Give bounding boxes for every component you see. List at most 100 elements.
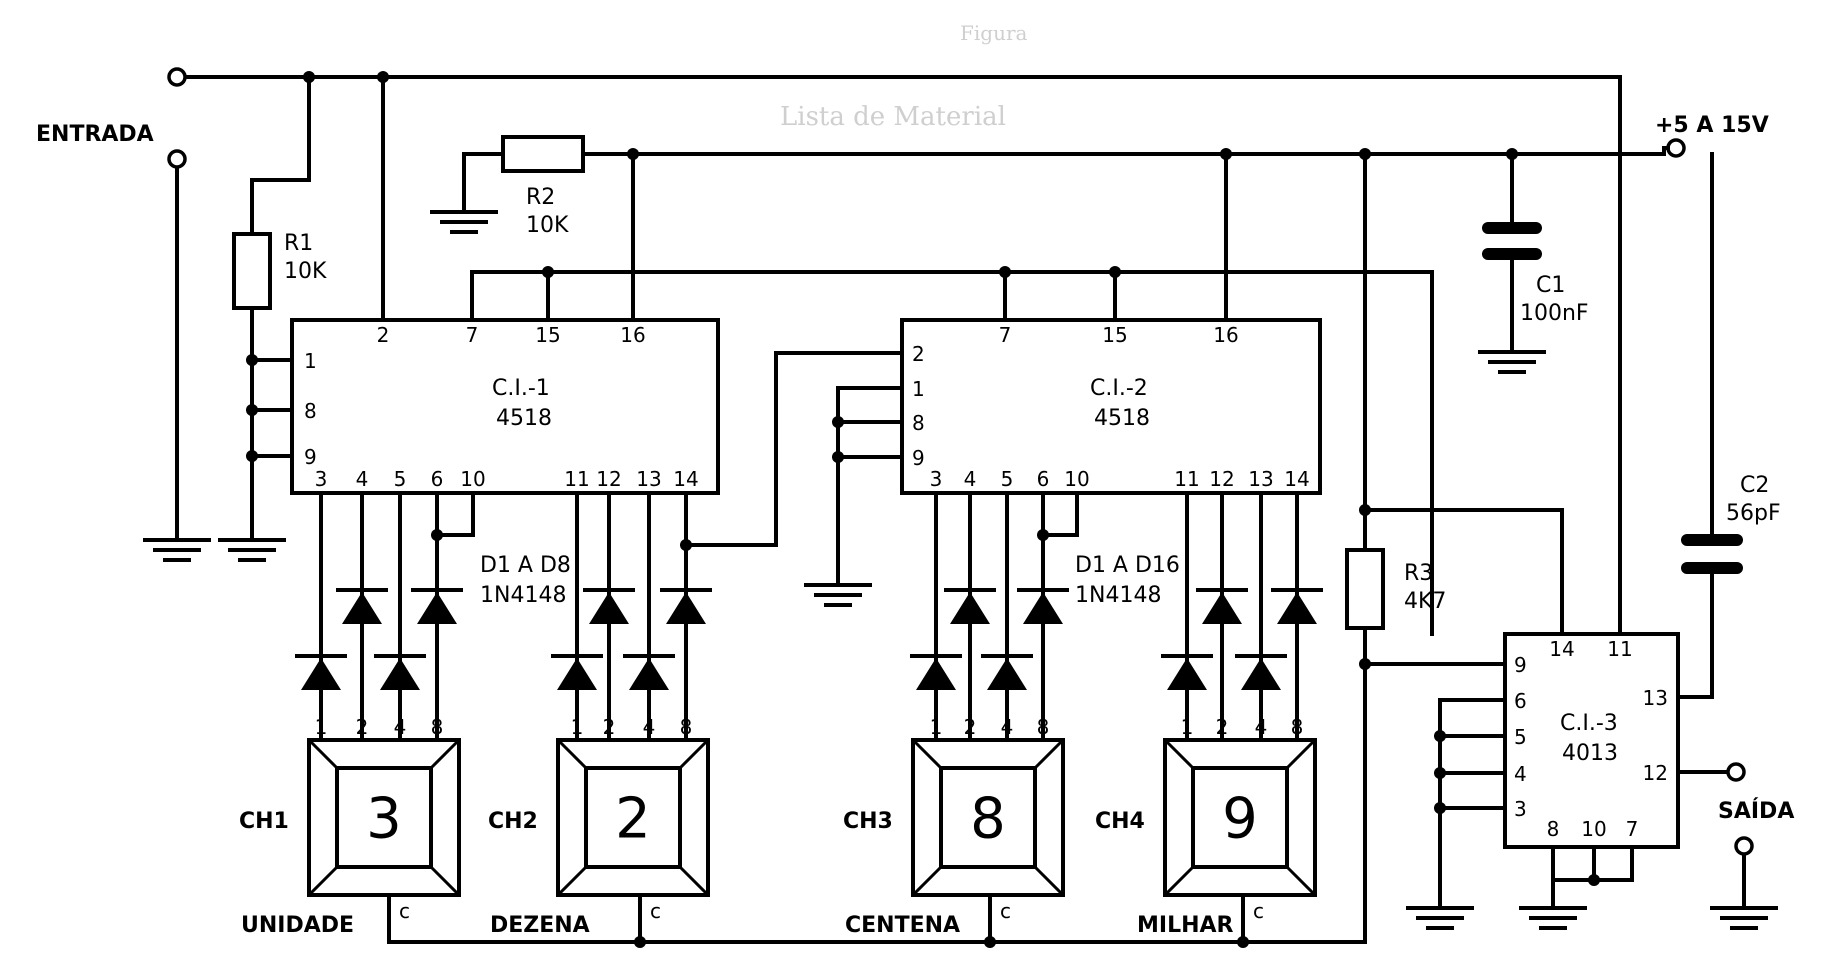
ic3-left-pin: 9 — [1514, 653, 1527, 677]
junction-dot — [1434, 802, 1446, 814]
r3-name: R3 — [1404, 561, 1433, 586]
ghost-figure-caption: Figura — [960, 21, 1028, 45]
ic1-bottom-pin: 3 — [315, 467, 328, 491]
ic1-bottom-pin: 6 — [431, 467, 444, 491]
junction-dot — [1359, 504, 1371, 516]
junction-dot — [1037, 529, 1049, 541]
ic3-name: C.I.-3 — [1560, 711, 1618, 736]
junction-dot — [1220, 148, 1232, 160]
ic1-left-pin: 8 — [304, 399, 317, 423]
diode-body — [557, 658, 597, 690]
junction-dot — [627, 148, 639, 160]
supply-label: +5 A 15V — [1655, 113, 1769, 138]
switch-bevel — [429, 738, 461, 770]
switch-bcd-pin: 8 — [431, 715, 444, 739]
diodes-a-type: 1N4148 — [480, 583, 566, 608]
diode — [660, 588, 712, 624]
diode — [1235, 654, 1287, 690]
diode-body — [1241, 658, 1281, 690]
ic2-left-pin: 8 — [912, 411, 925, 435]
ground-symbol — [1406, 906, 1474, 930]
diode-body — [589, 592, 629, 624]
ic1-top-pin: 7 — [466, 323, 479, 347]
switch-bcd-pin: 8 — [1037, 715, 1050, 739]
background-showthrough: Figura Lista de Material — [780, 21, 1028, 132]
diode-body — [1202, 592, 1242, 624]
ic3-right-pin: 12 — [1643, 761, 1668, 785]
junction-dot — [1434, 767, 1446, 779]
switch-window — [584, 766, 682, 869]
switch-bevel — [307, 738, 339, 770]
switch-channel-label: CH1 — [239, 809, 289, 834]
ic1-bottom-pin: 4 — [356, 467, 369, 491]
junction-dot — [431, 529, 443, 541]
junction-dot — [1359, 658, 1371, 670]
r2-value: 10K — [526, 213, 569, 238]
diode-body — [1023, 592, 1063, 624]
switch-bevel — [1033, 865, 1065, 897]
c2-name: C2 — [1740, 473, 1769, 498]
diode-body — [916, 658, 956, 690]
ic3-right-pin: 13 — [1643, 686, 1668, 710]
c1-name: C1 — [1536, 273, 1565, 298]
diode — [1271, 588, 1323, 624]
switch-bevel — [429, 865, 461, 897]
junction-dot — [832, 416, 844, 428]
diode-body — [301, 658, 341, 690]
switch-window — [939, 766, 1037, 869]
input-label: ENTRADA — [36, 122, 154, 147]
diode — [623, 654, 675, 690]
diode — [910, 654, 962, 690]
switch-channel-label: CH3 — [843, 809, 893, 834]
ground-symbol — [1710, 906, 1778, 930]
switch-bevel — [1285, 738, 1317, 770]
switch-bcd-pin: 4 — [643, 715, 656, 739]
switch-bcd-pin: 1 — [571, 715, 584, 739]
diode — [1196, 588, 1248, 624]
junction-dot — [246, 404, 258, 416]
output-label: SAÍDA — [1718, 798, 1794, 824]
switch-bevel — [911, 865, 943, 897]
ic3-left-pin: 6 — [1514, 689, 1527, 713]
r2-name: R2 — [526, 185, 555, 210]
ic3-top-pin: 14 — [1549, 637, 1574, 661]
ic1-bottom-pin: 5 — [394, 467, 407, 491]
junction-dot — [1588, 874, 1600, 886]
ic3-bottom-pin: 7 — [1626, 817, 1639, 841]
ground-symbol — [218, 538, 286, 562]
ic2-bottom-pin: 3 — [930, 467, 943, 491]
wiring — [175, 75, 1746, 944]
diode — [981, 654, 1033, 690]
capacitor-c2 — [1681, 534, 1743, 574]
switch-bevel — [678, 738, 710, 770]
switch-bevel — [678, 865, 710, 897]
junction-dot — [1434, 730, 1446, 742]
ic1-chip — [290, 318, 720, 495]
ic2-bottom-pin: 6 — [1037, 467, 1050, 491]
ic1-left-pin: 9 — [304, 445, 317, 469]
switch-bcd-pin: 2 — [964, 715, 977, 739]
junction-dot — [1359, 148, 1371, 160]
diode-body — [666, 592, 706, 624]
ic3-bottom-pin: 8 — [1547, 817, 1560, 841]
switch-bevel — [1163, 738, 1195, 770]
switch-place-label: CENTENA — [845, 913, 960, 938]
diode — [583, 588, 635, 624]
junction-dot — [377, 71, 389, 83]
diode-body — [987, 658, 1027, 690]
ic1-top-pin: 15 — [535, 323, 560, 347]
resistor-r2 — [501, 135, 585, 173]
switch-bevel — [1285, 865, 1317, 897]
diode-body — [950, 592, 990, 624]
resistor-r3 — [1345, 548, 1385, 630]
ic2-bottom-pin: 10 — [1064, 467, 1089, 491]
switch-bevel — [1163, 865, 1195, 897]
junction-dot — [832, 451, 844, 463]
ic2-bottom-pin: 14 — [1284, 467, 1309, 491]
diode-body — [1277, 592, 1317, 624]
terminal — [1666, 138, 1686, 158]
diode — [1161, 654, 1213, 690]
